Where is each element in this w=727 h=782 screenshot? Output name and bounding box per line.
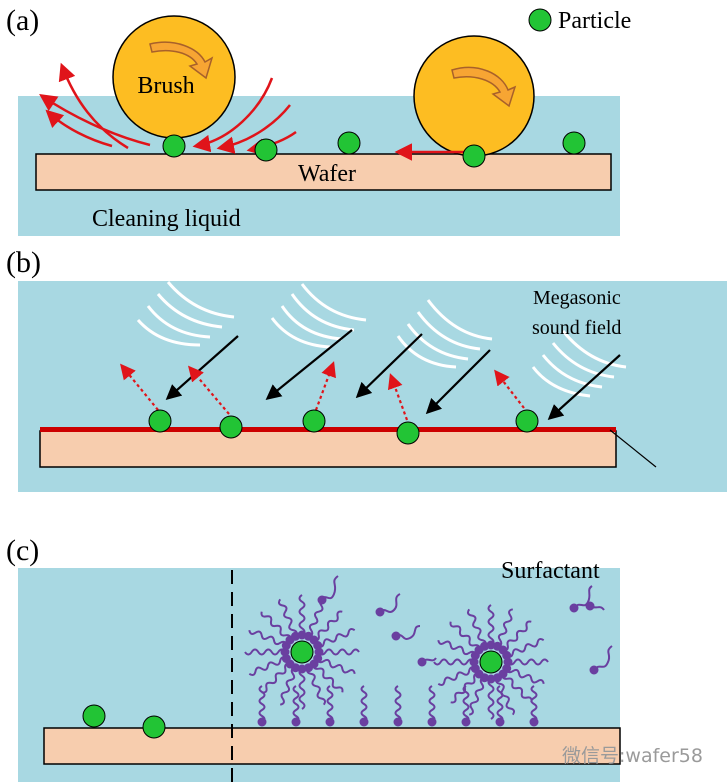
surfactant-tail xyxy=(468,676,485,716)
particles-a xyxy=(162,131,586,168)
particle xyxy=(479,650,503,674)
panel-a: Brush Wafer Cleaning liquid Particle (a) xyxy=(6,4,631,236)
field-label-line2: sound field xyxy=(532,317,621,339)
surfactant-head xyxy=(495,717,505,727)
particle xyxy=(82,704,106,728)
micelle-left xyxy=(244,594,360,710)
panel-c-tag: (c) xyxy=(6,534,39,567)
surfactant-head xyxy=(359,717,369,727)
wafer-label-a: Wafer xyxy=(298,161,356,187)
brush-label: Brush xyxy=(137,73,194,99)
free-surfactants xyxy=(317,575,613,675)
panel-b: Megasonic sound field (b) xyxy=(6,246,727,492)
surfactant-head xyxy=(393,717,403,727)
surfactant-head xyxy=(291,717,301,727)
surfactant-label: Surfactant xyxy=(501,558,600,584)
surfactant-tail xyxy=(244,648,286,656)
particle xyxy=(462,144,486,168)
surfactant-tail xyxy=(260,611,292,641)
surfactant-head xyxy=(257,717,267,727)
legend-particle-icon xyxy=(528,8,552,32)
particle xyxy=(148,409,172,433)
contaminant-film xyxy=(40,427,616,432)
surfactant-tail xyxy=(450,672,480,704)
particle xyxy=(254,138,278,162)
surfactant-tail xyxy=(394,685,402,723)
surfactant-tail xyxy=(313,610,343,642)
particle xyxy=(219,415,243,439)
wafer-c xyxy=(43,727,621,765)
micelle-right xyxy=(433,604,549,720)
watermark: 微信号:wafer58 xyxy=(562,745,703,767)
surfactant-tail xyxy=(437,666,476,687)
wafer-b xyxy=(39,430,617,468)
lift-arrows xyxy=(120,361,525,421)
particle xyxy=(142,715,166,739)
surfactant-head xyxy=(529,717,539,727)
surfactant-tail xyxy=(298,594,306,636)
panel-a-tag: (a) xyxy=(6,4,39,37)
particle xyxy=(162,134,186,158)
particle xyxy=(290,640,314,664)
film-pointer xyxy=(609,429,657,468)
particle xyxy=(515,409,539,433)
surfactant-tail xyxy=(487,604,495,646)
particles-b xyxy=(148,409,539,445)
surfactant-tail xyxy=(279,666,296,706)
surfactant-tail xyxy=(502,620,532,652)
surfactant-head xyxy=(313,641,323,650)
particle xyxy=(396,421,420,445)
surfactant-tail xyxy=(433,658,475,666)
rotation-arrow-right-icon xyxy=(451,66,517,108)
liquid-label: Cleaning liquid xyxy=(92,206,241,232)
panel-c: Surfactant (c) xyxy=(6,534,621,782)
surfactant-tail xyxy=(501,673,533,703)
surfactant-head xyxy=(427,717,437,727)
surfactant-tail xyxy=(292,685,300,723)
particle xyxy=(337,131,361,155)
particles-c xyxy=(82,640,503,739)
surfactant-tail xyxy=(360,685,368,723)
surfactant-tail xyxy=(306,667,327,706)
surfactant-tail xyxy=(530,685,538,723)
surfactant-layer xyxy=(257,685,539,727)
surfactant-tail xyxy=(428,685,436,723)
surfactant-head xyxy=(461,717,471,727)
particle xyxy=(302,409,326,433)
particle xyxy=(562,131,586,155)
rotation-arrow-left-icon xyxy=(149,41,214,80)
surfactant-tail xyxy=(497,608,514,648)
surfactant-tail xyxy=(318,648,360,656)
legend-label: Particle xyxy=(558,8,631,34)
surfactant-tail xyxy=(308,598,325,638)
surfactant-head xyxy=(325,717,335,727)
surfactant-tail xyxy=(506,637,545,658)
surfactant-tail xyxy=(317,627,356,648)
surfactant-tail xyxy=(248,629,288,646)
surfactant-tail xyxy=(462,685,470,723)
surfactant-tail xyxy=(437,639,477,656)
surfactant-tail xyxy=(261,662,291,694)
surfactant-head xyxy=(502,651,512,660)
surfactant-tail xyxy=(487,678,495,720)
surfactant-tail xyxy=(466,608,487,647)
panel-b-tag: (b) xyxy=(6,246,41,279)
surfactant-tail xyxy=(496,685,504,723)
surfactant-tail xyxy=(298,668,306,710)
surfactant-tail xyxy=(449,621,481,651)
wafer-a xyxy=(35,153,612,191)
surfactant-tail xyxy=(507,658,549,666)
surfactant-tail xyxy=(505,668,545,685)
surfactant-tail xyxy=(326,685,334,723)
field-label-line1: Megasonic xyxy=(533,287,621,309)
surfactant-tail xyxy=(312,663,344,693)
surfactant-tail xyxy=(316,658,356,675)
brush-right xyxy=(413,35,535,157)
surfactant-tail xyxy=(248,656,287,677)
surfactant-tail xyxy=(277,598,298,637)
sound-waves xyxy=(136,281,627,398)
sound-arrows xyxy=(165,329,621,421)
surfactant-tail xyxy=(495,677,516,716)
